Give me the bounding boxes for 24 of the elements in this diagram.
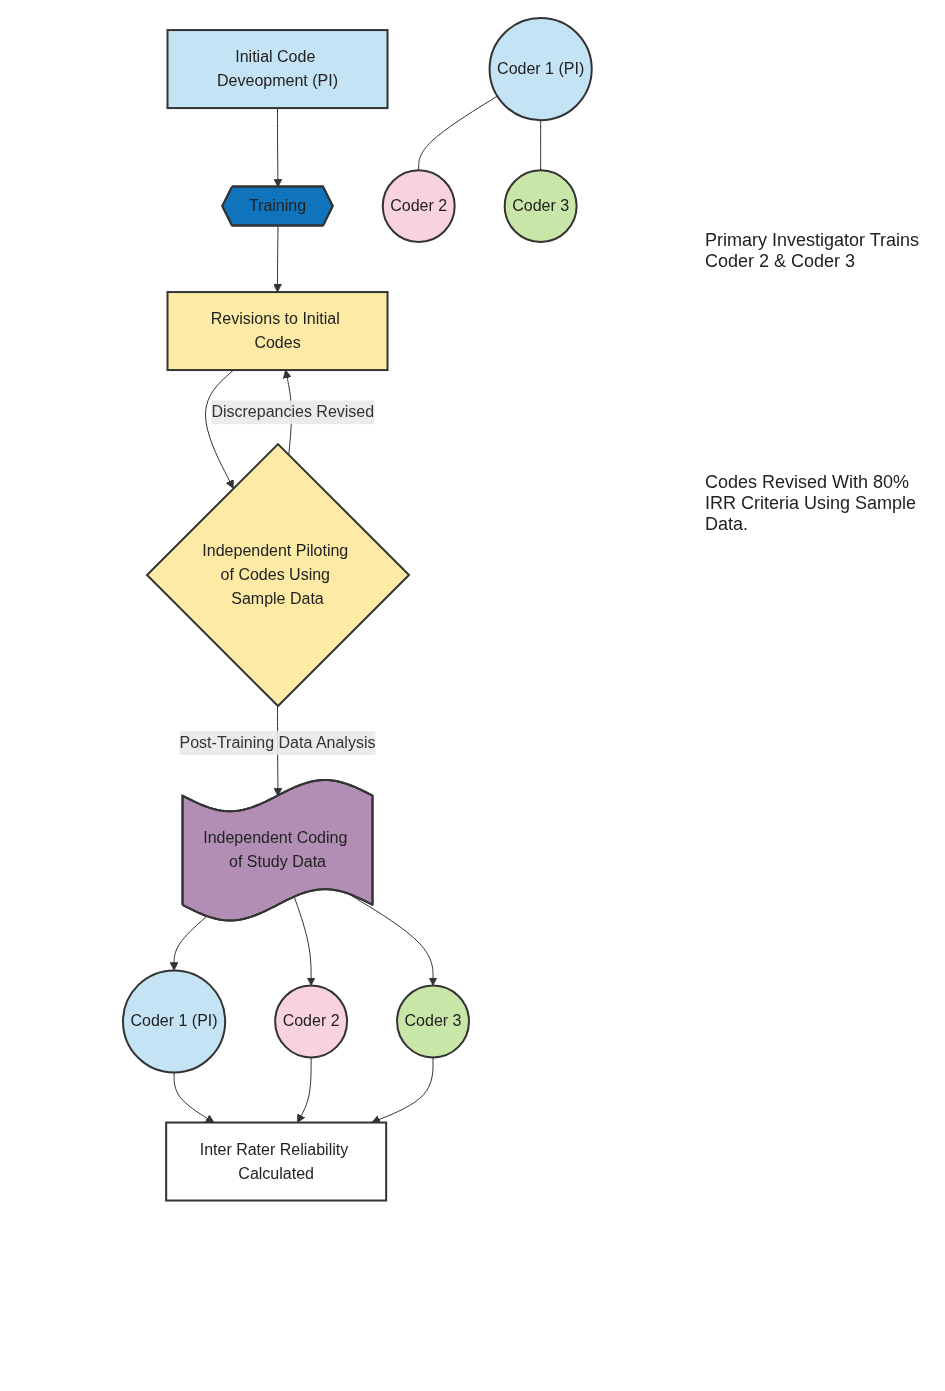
node-diamond: Independent Piloting of Codes Using Sample Data [145, 442, 411, 708]
arrow [173, 1072, 215, 1123]
node-circle: Coder 1 (PI) [488, 17, 593, 122]
note-text: Codes Revised With 80% IRR Criteria Using Sample Data. [705, 472, 918, 535]
node-box: Initial Code Deveopment (PI) [166, 29, 389, 110]
arrow [205, 369, 235, 489]
edge-label: Discrepancies Revised [211, 403, 375, 421]
connector [540, 119, 542, 171]
arrow [273, 225, 283, 293]
node-box: Revisions to Initial Codes [166, 291, 389, 372]
node-circle: Coder 1 (PI) [122, 969, 227, 1074]
connector [418, 95, 498, 171]
arrow [294, 896, 316, 986]
arrow [297, 1056, 312, 1123]
node-box: Inter Rater Reliability Calculated [165, 1121, 388, 1202]
node-circle: Coder 2 [274, 984, 349, 1059]
edge-label: Post-Training Data Analysis [179, 734, 376, 752]
arrow [273, 107, 283, 188]
arrow [169, 915, 208, 971]
note-text: Primary Investigator Trains Coder 2 & Coder 3 [705, 230, 921, 272]
node-circle: Coder 2 [381, 169, 456, 244]
arrow [371, 1056, 434, 1124]
node-circle: Coder 3 [503, 169, 578, 244]
node-circle: Coder 3 [396, 984, 471, 1059]
